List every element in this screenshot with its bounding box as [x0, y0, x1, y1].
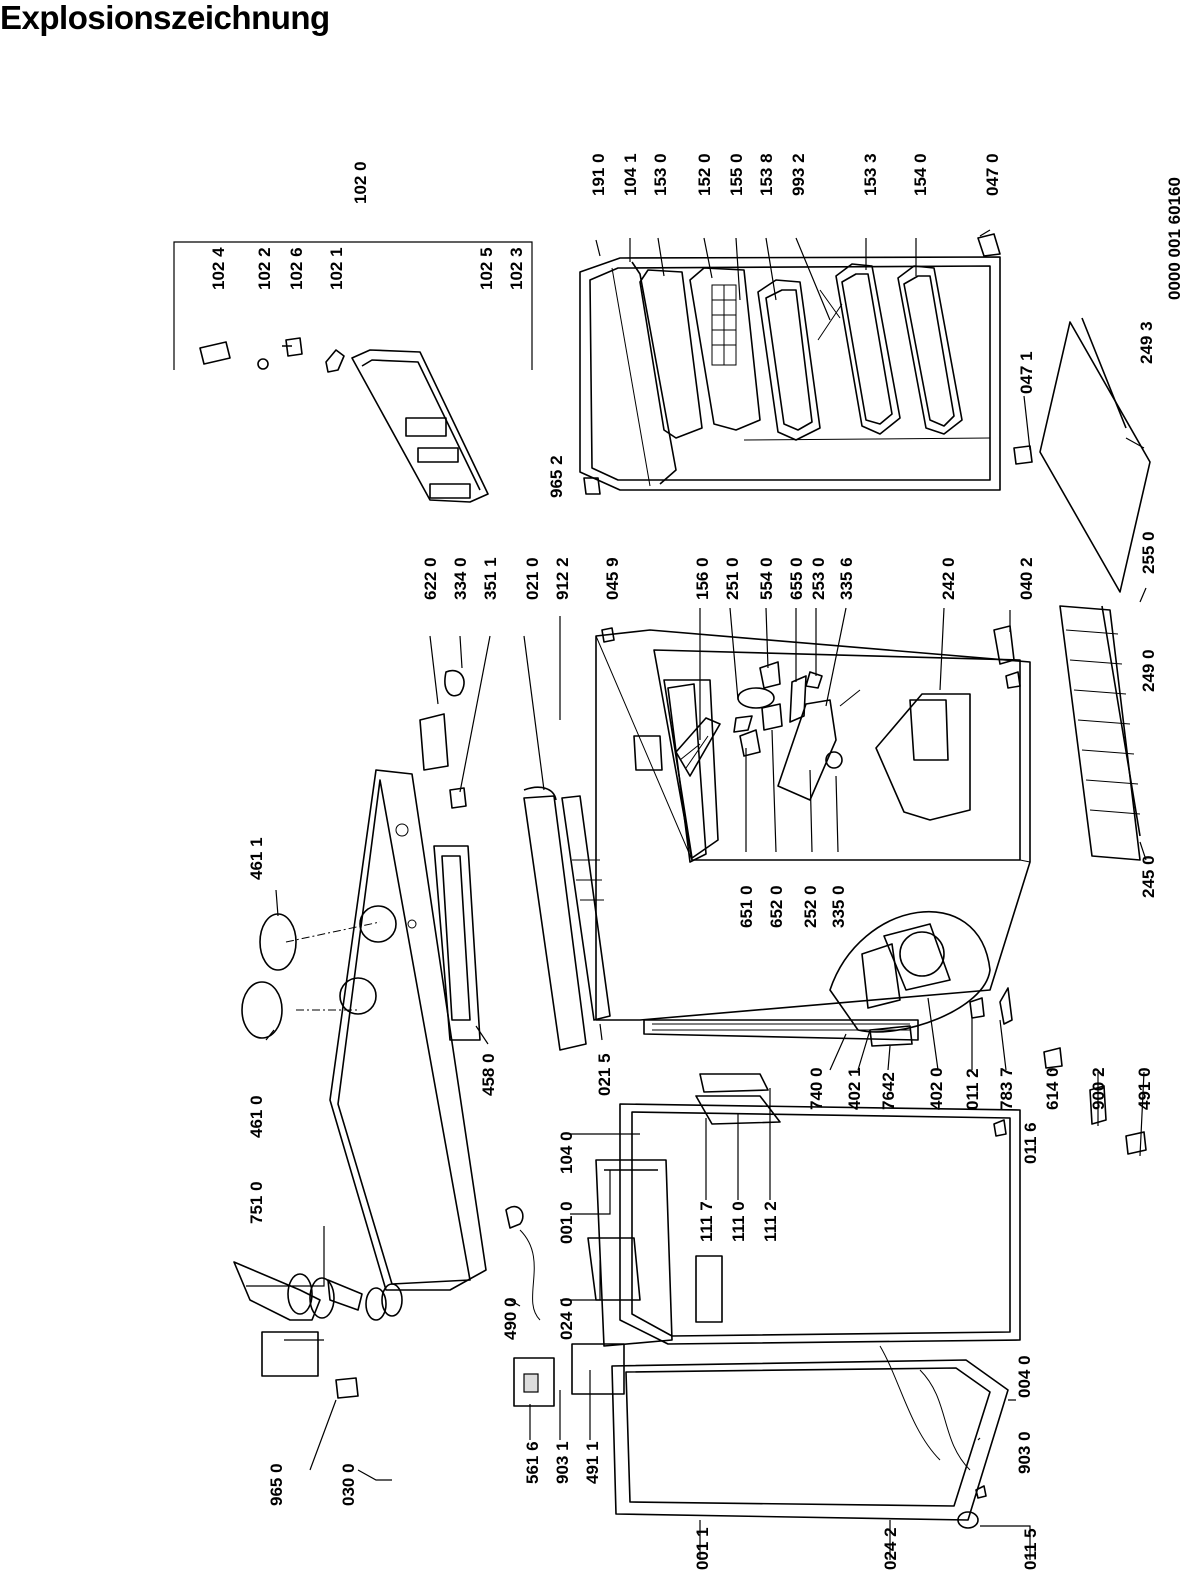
part-label: 900 2	[1089, 1067, 1108, 1110]
part-label: 153 0	[651, 153, 670, 196]
part-label: 045 9	[603, 557, 622, 600]
part-label: 102 3	[507, 247, 526, 290]
lower-door	[595, 1073, 1021, 1347]
part-label: 047 0	[983, 153, 1002, 196]
part-label: 102 4	[209, 247, 228, 290]
part-label: 461 1	[247, 837, 266, 880]
part-label: 154 0	[911, 153, 930, 196]
part-label: 030 0	[339, 1463, 358, 1506]
part-label: 249 0	[1139, 649, 1158, 692]
part-label: 965 2	[547, 455, 566, 498]
part-label: 152 0	[695, 153, 714, 196]
side-panels	[505, 1205, 1009, 1529]
part-label: 903 0	[1015, 1431, 1034, 1474]
part-label: 021 5	[595, 1053, 614, 1096]
part-label: 651 0	[737, 885, 756, 928]
part-label: 104 0	[557, 1131, 576, 1174]
part-label: 153 3	[861, 153, 880, 196]
door-assembly	[579, 256, 1001, 491]
part-label: 335 0	[829, 885, 848, 928]
part-label: 334 0	[451, 557, 470, 600]
part-label: 249 3	[1137, 321, 1156, 364]
part-label: 561 6	[523, 1441, 542, 1484]
part-label: 040 2	[1017, 557, 1036, 600]
part-label: 252 0	[801, 885, 820, 928]
part-label: 111 0	[729, 1201, 748, 1242]
part-label: 245 0	[1139, 855, 1158, 898]
part-label: 153 8	[757, 153, 776, 196]
part-label: 652 0	[767, 885, 786, 928]
part-label: 490 0	[501, 1297, 520, 1340]
part-label: 255 0	[1139, 531, 1158, 574]
part-label: 614 0	[1043, 1067, 1062, 1110]
part-label: 111 2	[761, 1201, 780, 1242]
part-label: 011 5	[1021, 1528, 1040, 1570]
part-label: 102 5	[477, 247, 496, 290]
part-label: 021 0	[523, 557, 542, 600]
part-label: 655 0	[787, 557, 806, 600]
part-label: 903 1	[553, 1441, 572, 1484]
part-label: 111 7	[697, 1201, 716, 1242]
part-label: 491 1	[583, 1441, 602, 1484]
leader-lines	[246, 229, 1147, 1560]
small-parts	[583, 233, 1147, 1155]
part-label: 156 0	[693, 557, 712, 600]
shelves	[1039, 317, 1151, 861]
worktop	[233, 669, 611, 1399]
part-label: 7642	[879, 1072, 898, 1110]
part-label: 024 0	[557, 1297, 576, 1340]
drawing-number: 0000 001 60160	[1165, 177, 1182, 300]
part-label: 047 1	[1017, 351, 1036, 394]
part-label: 458 0	[479, 1053, 498, 1096]
part-label: 622 0	[421, 557, 440, 600]
part-label: 001 1	[693, 1527, 712, 1570]
part-label: 102 1	[327, 247, 346, 290]
line-art	[173, 229, 1151, 1560]
part-label: 993 2	[789, 153, 808, 196]
part-label: 965 0	[267, 1463, 286, 1506]
part-label: 253 0	[809, 557, 828, 600]
part-label: 102 2	[255, 247, 274, 290]
part-label: 351 1	[481, 557, 500, 600]
part-label: 024 2	[881, 1527, 900, 1570]
part-label: 102 6	[287, 247, 306, 290]
part-label: 104 1	[621, 153, 640, 196]
part-label: 011 6	[1021, 1122, 1040, 1164]
part-label: 740 0	[807, 1067, 826, 1110]
cabinet-body	[595, 629, 1031, 1047]
part-label: 461 0	[247, 1095, 266, 1138]
part-label: 102 0	[351, 161, 370, 204]
part-label: 011 2	[963, 1068, 982, 1110]
part-label: 402 1	[845, 1067, 864, 1110]
part-label: 912 2	[553, 557, 572, 600]
part-label: 191 0	[589, 153, 608, 196]
part-labels: 102 0 102 4 102 2 102 6 102 1 102 5 102 …	[209, 153, 1182, 1570]
part-label: 491 0	[1135, 1067, 1154, 1110]
part-label: 251 0	[723, 557, 742, 600]
part-label: 242 0	[939, 557, 958, 600]
part-label: 004 0	[1015, 1355, 1034, 1398]
control-panel-102	[173, 241, 533, 503]
part-label: 155 0	[727, 153, 746, 196]
part-label: 001 0	[557, 1201, 576, 1244]
part-label: 335 6	[837, 557, 856, 600]
part-label: 402 0	[927, 1067, 946, 1110]
part-label: 554 0	[757, 557, 776, 600]
part-label: 751 0	[247, 1181, 266, 1224]
page-title: Explosionszeichnung	[0, 0, 330, 36]
part-label: 783 7	[997, 1067, 1016, 1110]
